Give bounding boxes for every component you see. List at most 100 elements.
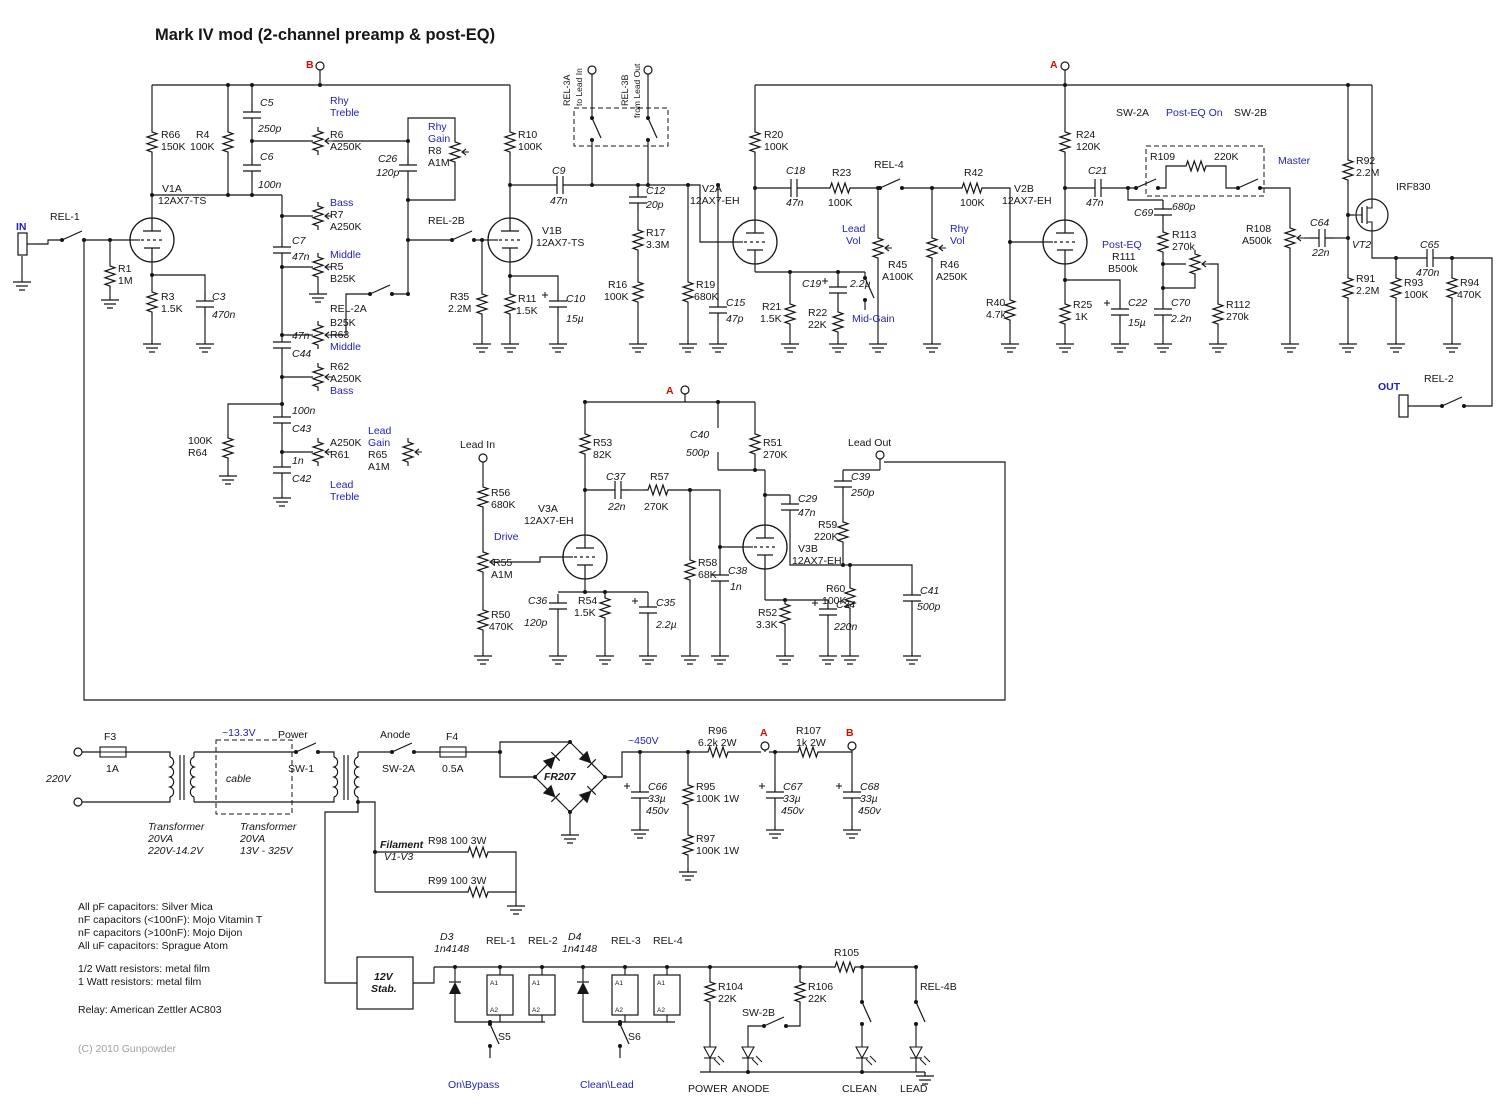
component-label: C66 [648,781,667,793]
component-label: 220n [833,621,858,633]
component-label: 4.7k [986,309,1007,321]
component-label: 270K [644,501,669,513]
component-label: 1n4148 [434,943,469,955]
vacuum-tube-symbol [742,524,788,570]
component-label: C12 [646,185,665,197]
led-symbol [909,1039,931,1066]
wire [332,293,370,336]
component-label: S5 [498,1031,511,1043]
component-label: C22 [1128,297,1147,309]
capacitor-symbol [242,155,262,181]
resistor-symbol [1059,127,1071,157]
component-label: R50 [491,609,510,621]
transformer-coil-symbol [353,756,359,798]
component-label: 1M [118,275,133,287]
junction-dot [488,1020,492,1024]
component-label: 12AX7-EH [792,555,842,567]
component-label: V2A [702,183,722,195]
component-label: Filament [380,839,424,851]
junction-dot [746,1070,750,1074]
capacitor-symbol [1417,248,1443,268]
junction-dot [568,810,572,814]
resistor-symbol [837,517,849,547]
component-label: R55 [493,557,512,569]
component-label: 22n [1311,247,1330,259]
dashed-group-box [215,739,293,815]
capacitor-symbol [272,407,292,433]
component-label: 12AX7-EH [690,195,740,207]
component-label: C15 [726,297,745,309]
component-label: C67 [783,781,803,793]
jack-symbol [17,232,35,256]
wire [413,967,435,984]
ground-symbol [218,471,238,485]
component-label: R6 [330,129,344,141]
junction-dot [318,83,322,87]
control-label: ~13.3V [222,727,256,739]
junction-dot [716,400,720,404]
component-label: A2 [615,1007,623,1014]
component-label: R21 [762,301,781,313]
component-label: Mark IV mod (2-channel preamp & post-EQ) [155,26,495,44]
ground-symbol [1208,339,1228,353]
component-label: A100K [882,271,914,283]
wire [672,489,743,548]
component-label: R16 [608,279,627,291]
module-box [611,974,639,1016]
wire [786,1006,801,1027]
resistor-symbol [830,961,860,973]
resistor-symbol [643,484,673,496]
component-label: to Lead In [574,68,584,106]
ground-symbol [840,651,860,665]
control-label: Rhy [950,223,969,235]
ground-symbol [1280,339,1300,353]
control-label: Rhy [330,95,349,107]
junction-dot [798,965,802,969]
junction-dot [498,750,502,754]
switch-symbol [389,742,417,755]
component-label: C44 [292,348,311,360]
ground-symbol [780,339,800,353]
junction-dot [860,965,864,969]
wire [1464,398,1493,407]
component-label: 47n [292,330,310,342]
junction-dot [753,186,757,190]
component-label: D3 [440,931,454,943]
control-label: Gain [368,437,390,449]
ground-symbol [506,901,526,915]
capacitor-symbol [605,480,631,500]
component-label: C7 [292,235,307,247]
junction-dot [406,238,410,242]
ground-symbol [1442,339,1462,353]
resistor-symbol [1342,155,1354,185]
component-label: REL-1 [486,935,516,947]
component-label: C10 [566,293,585,305]
component-label: R20 [764,129,783,141]
component-label: R99 100 3W [428,875,486,887]
component-label: ANODE [732,1083,769,1095]
component-label: R96 [708,725,727,737]
component-label: R97 [696,833,715,845]
component-label: V1B [542,225,562,237]
junction-dot [1450,256,1454,260]
control-label: Treble [330,491,360,503]
wire [454,999,545,1023]
component-label: 22K [718,993,737,1005]
component-label: R35 [450,291,469,303]
wire [605,751,704,778]
ground-symbol [472,339,492,353]
control-label: Vol [846,235,861,247]
junction-dot [373,850,377,854]
resistor-symbol [104,261,116,291]
component-label: 6.2k 2W [698,737,737,749]
ground-symbol [765,825,785,839]
wire [407,117,456,141]
component-label: R45 [888,259,907,271]
junction-dot [860,1070,864,1074]
component-label: POWER [688,1083,728,1095]
resistor-symbol [957,182,987,194]
terminal [760,741,770,751]
junction-dot [583,400,587,404]
labels-layer: Mark IV mod (2-channel preamp & post-EQ)… [16,26,1482,1095]
dashed-group-box [1145,145,1265,197]
